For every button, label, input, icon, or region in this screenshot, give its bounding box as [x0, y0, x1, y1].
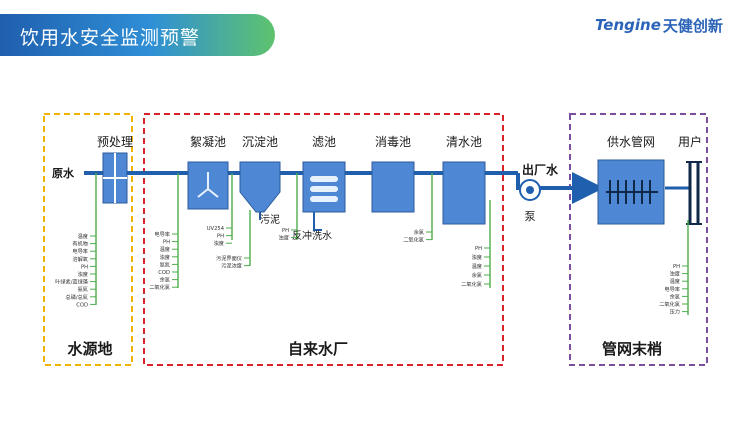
- param-label: 余氯: [414, 228, 425, 236]
- logo-cn: 天健创新: [662, 16, 723, 35]
- param-label: 余氯: [472, 271, 483, 279]
- logo-en: Tengine: [595, 16, 661, 34]
- param-label: 温度: [78, 232, 88, 240]
- param-label: 压力: [670, 308, 680, 316]
- param-label: 二氧化氯: [149, 283, 171, 291]
- param-label: 电导率: [154, 230, 170, 238]
- param-label: 污泥界面仪: [216, 254, 242, 262]
- param-label: 浊度: [160, 253, 170, 261]
- param-label: 温度: [160, 245, 170, 253]
- param-label: UV254: [207, 226, 225, 232]
- label-pretreat: 预处理: [97, 135, 133, 149]
- backwash-pipe: [313, 212, 322, 231]
- label-backwash: 反冲洗水: [292, 229, 332, 242]
- param-label: PH: [673, 264, 680, 270]
- clearwell-tank: [442, 161, 486, 225]
- param-label: COD: [158, 270, 170, 276]
- param-label: 浊度: [78, 270, 88, 278]
- label-sludge: 污泥: [260, 213, 280, 226]
- param-label: 余氯: [160, 276, 171, 284]
- label-outlet-water: 出厂水: [522, 162, 559, 177]
- label-user: 用户: [678, 134, 702, 149]
- sedimentation-tank: [239, 161, 281, 213]
- param-label: PH: [81, 264, 88, 270]
- zone-label-network: 管网末梢: [602, 340, 662, 358]
- param-label: COD: [76, 302, 88, 308]
- brand-logo: Tengine 天健创新: [595, 12, 723, 38]
- param-label: 浊度: [279, 234, 289, 242]
- param-label: 溶解氧: [72, 255, 88, 263]
- param-label: PH: [163, 240, 170, 246]
- disinfection-tank: [371, 161, 415, 213]
- param-label: 二氧化氯: [461, 280, 483, 288]
- zone-label-plant: 自来水厂: [288, 340, 348, 358]
- page-title: 饮用水安全监测预警: [20, 27, 201, 49]
- header-bar: [0, 14, 275, 56]
- pipe-network-grid-icon: [606, 180, 658, 204]
- param-label: 余氯: [670, 292, 681, 300]
- param-label: 氨氮: [160, 260, 171, 268]
- param-label: 电导率: [72, 247, 88, 255]
- mixer-icon: [197, 172, 219, 198]
- param-label: PH: [475, 246, 482, 252]
- label-pump: 泵: [525, 210, 536, 223]
- param-label: 温度: [670, 277, 680, 285]
- param-label: 浊度: [670, 270, 680, 278]
- param-label: 污泥浓度: [221, 262, 242, 270]
- param-label: 二氧化氯: [403, 236, 425, 244]
- param-label: PH: [282, 228, 289, 234]
- pump-icon: [519, 179, 541, 201]
- param-label: 叶绿素/蓝绿藻: [55, 278, 89, 286]
- label-flocculation: 絮凝池: [190, 134, 226, 149]
- param-label: 温度: [472, 262, 482, 270]
- label-disinfection: 消毒池: [375, 135, 411, 149]
- param-label: 浊度: [214, 239, 224, 247]
- param-label: 浊度: [472, 253, 482, 261]
- param-label: PH: [217, 234, 224, 240]
- param-label: 有机物: [72, 240, 88, 248]
- label-sedimentation: 沉淀池: [242, 135, 278, 149]
- user-tap-icon: [686, 161, 702, 225]
- param-label: 电导率: [664, 285, 680, 293]
- filter-layers-icon: [310, 176, 338, 202]
- label-pipe-network: 供水管网: [607, 134, 655, 149]
- param-label: 氨氮: [78, 285, 89, 293]
- network-zone-border: [569, 113, 708, 366]
- label-raw-water: 原水: [52, 166, 75, 180]
- param-label: 二氧化氯: [659, 300, 681, 308]
- param-label: 总磷/总氮: [66, 293, 89, 301]
- label-clearwell: 清水池: [446, 135, 482, 149]
- zone-label-source: 水源地: [67, 340, 112, 358]
- source-zone-border: [43, 113, 133, 366]
- plant-zone-border: [143, 113, 504, 366]
- label-filter: 滤池: [312, 135, 336, 149]
